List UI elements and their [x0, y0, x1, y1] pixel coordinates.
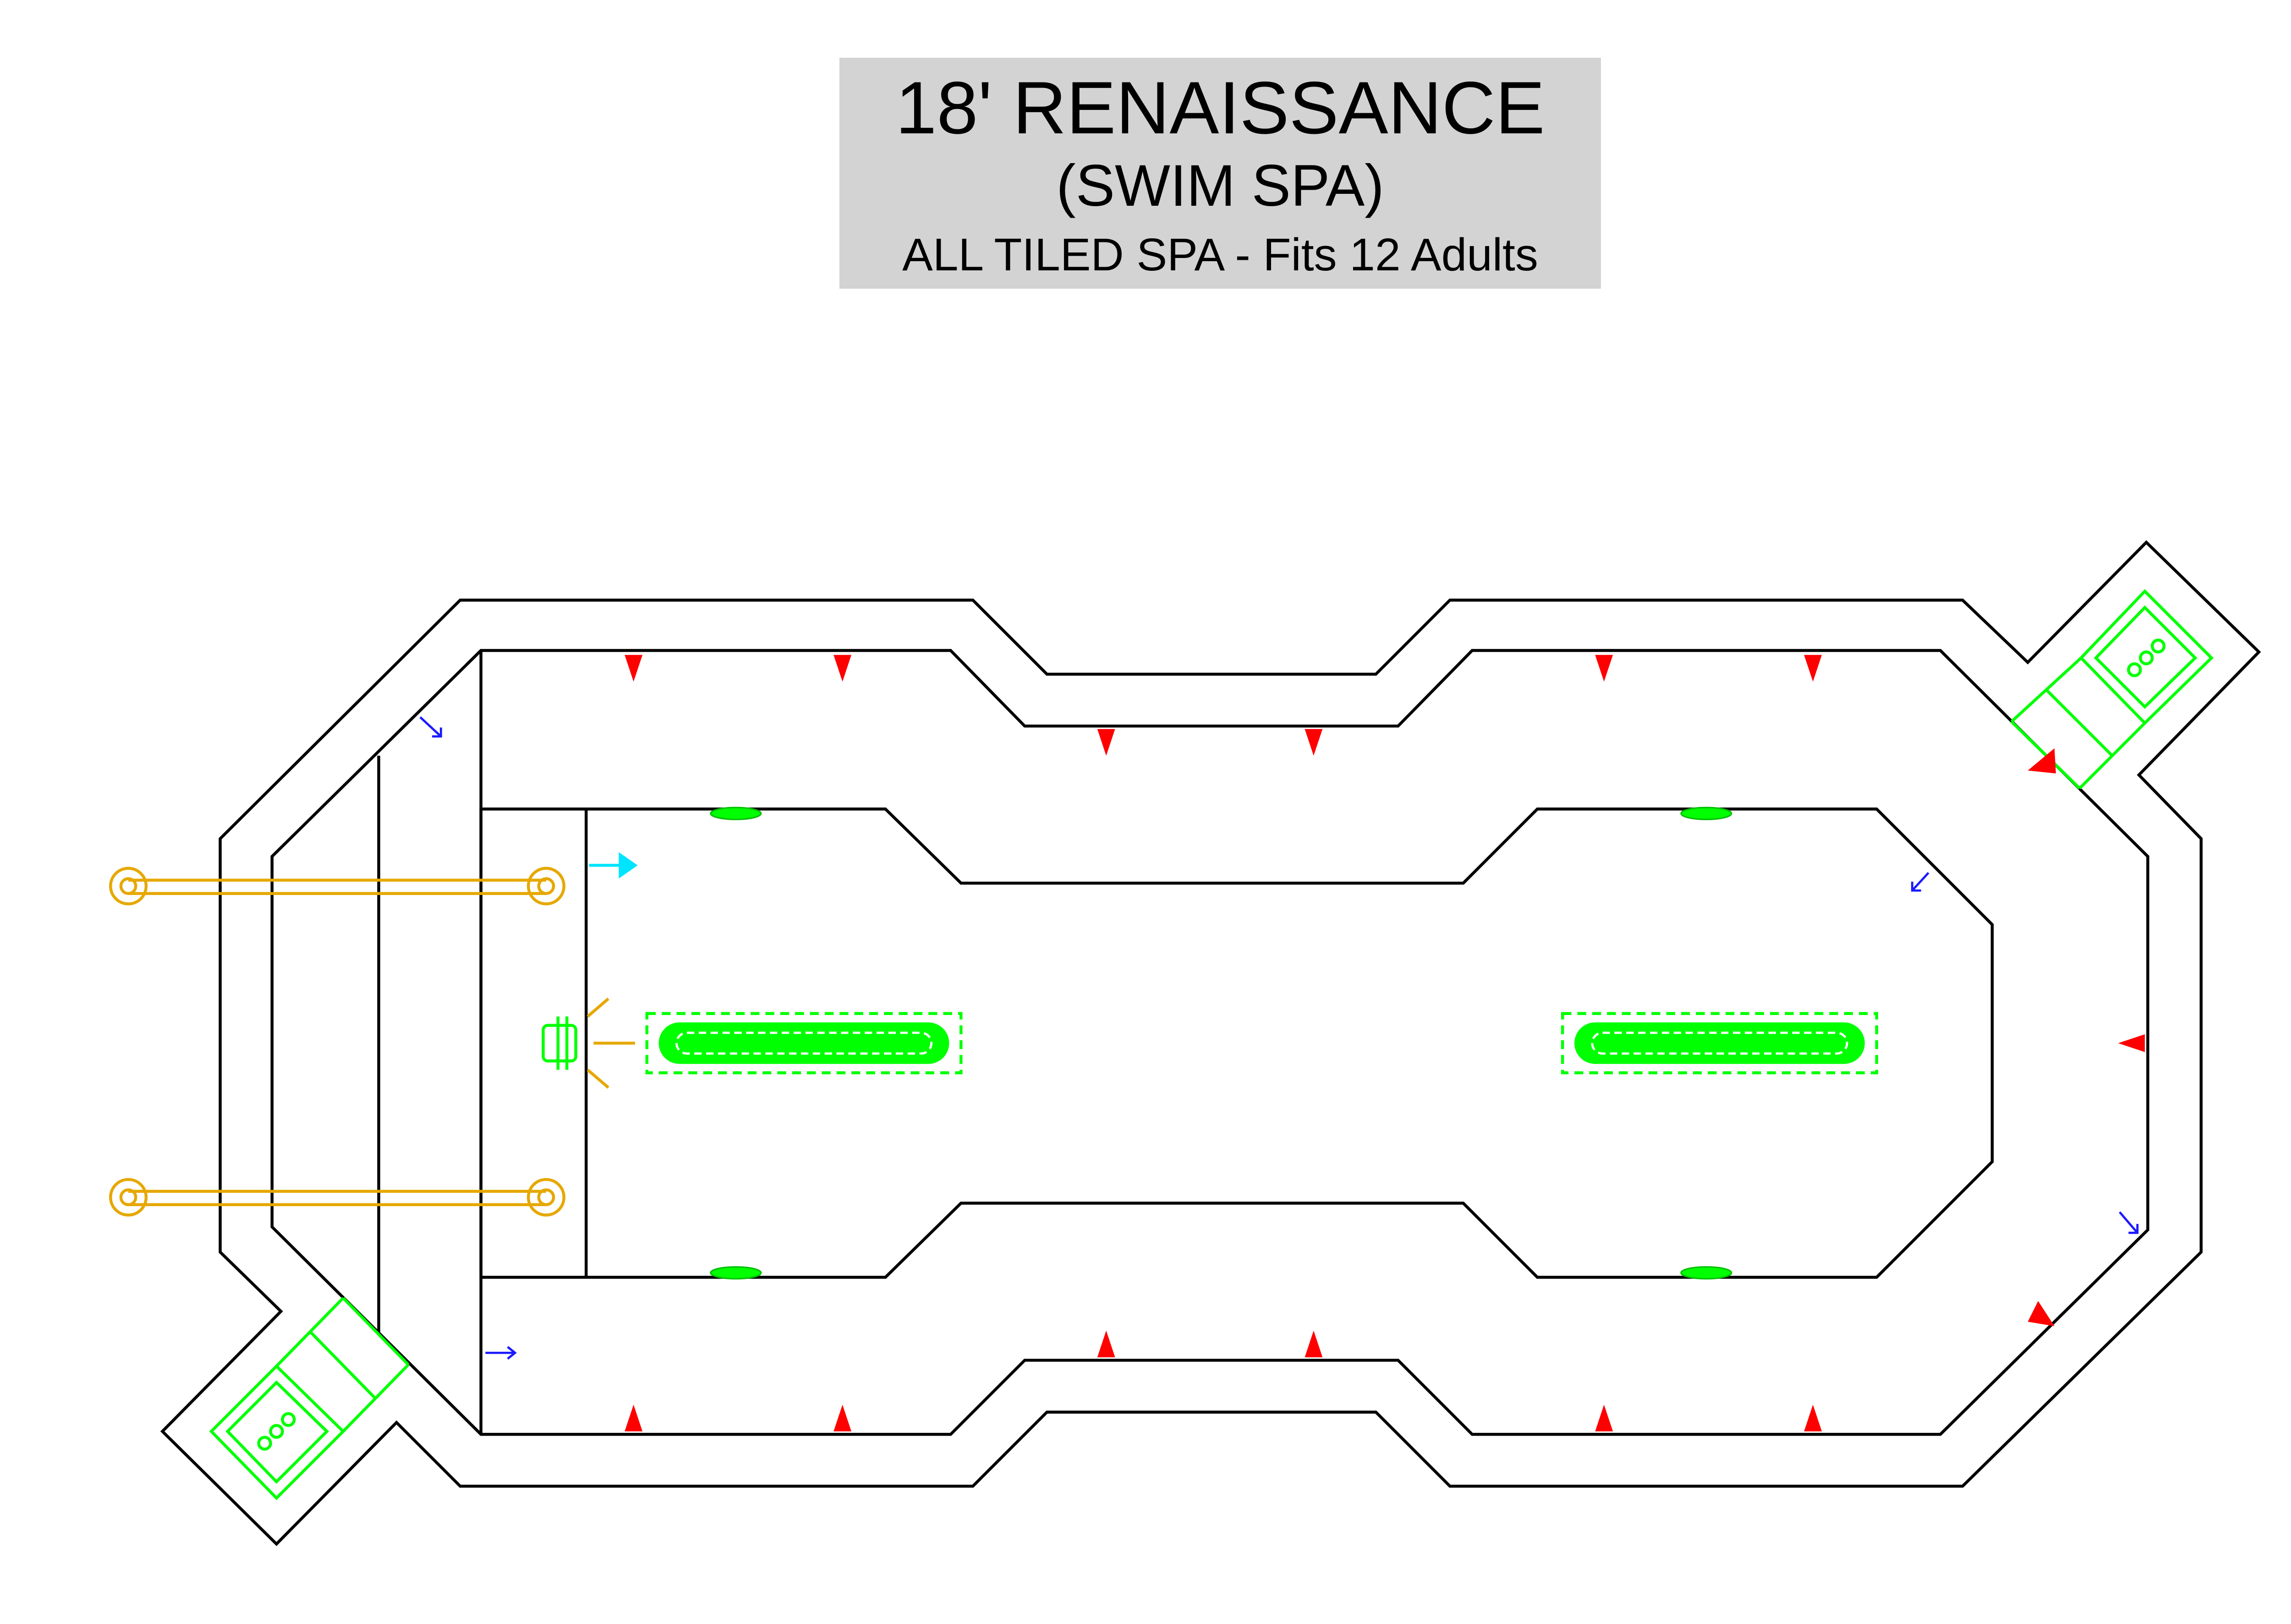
jet: [833, 1405, 852, 1432]
inner-pool-wall: [270, 649, 2149, 1436]
jets: [625, 655, 2145, 1432]
jet: [2028, 1301, 2055, 1327]
jet: [625, 655, 643, 682]
jet: [833, 655, 852, 682]
jet: [1097, 729, 1115, 756]
jet: [2118, 1034, 2145, 1052]
swim-lane-floor: [479, 807, 1994, 1279]
jet: [1595, 1405, 1613, 1432]
outer-shell-outline: [160, 540, 2261, 1546]
light: [710, 1266, 762, 1280]
control-button-rays: [586, 997, 635, 1089]
swim-jet-unit-left: [645, 1012, 963, 1075]
flow-arrow: [1911, 872, 1929, 892]
jet: [1304, 729, 1323, 756]
light: [1680, 807, 1732, 820]
jet: [1304, 1330, 1323, 1357]
jet: [2028, 748, 2056, 774]
filter-box-bottom-left: [209, 1297, 410, 1500]
light: [1680, 1266, 1732, 1280]
spa-model-title: 18' RENAISSANCE: [895, 66, 1545, 149]
swim-jet-unit-right: [1561, 1012, 1878, 1075]
handrail-top: [109, 867, 565, 905]
jet: [1595, 655, 1613, 682]
light: [710, 807, 762, 820]
spa-description: ALL TILED SPA - Fits 12 Adults: [902, 229, 1538, 280]
jet: [1097, 1330, 1115, 1357]
handrail-bottom: [109, 1178, 565, 1217]
title-box: 18' RENAISSANCE (SWIM SPA) ALL TILED SPA…: [839, 58, 1601, 289]
jet: [1804, 1405, 1822, 1432]
flow-arrow: [2119, 1211, 2139, 1234]
flow-arrow: [485, 1346, 517, 1360]
control-button: [542, 1016, 577, 1070]
jet: [1804, 655, 1822, 682]
jet: [625, 1405, 643, 1432]
filter-box-top-right: [2010, 589, 2214, 790]
return-fitting: [589, 852, 638, 879]
spa-type-subtitle: (SWIM SPA): [1056, 153, 1384, 219]
flow-arrows: [419, 716, 2139, 1360]
underwater-lights: [710, 807, 1732, 1280]
flow-arrow: [419, 716, 442, 738]
